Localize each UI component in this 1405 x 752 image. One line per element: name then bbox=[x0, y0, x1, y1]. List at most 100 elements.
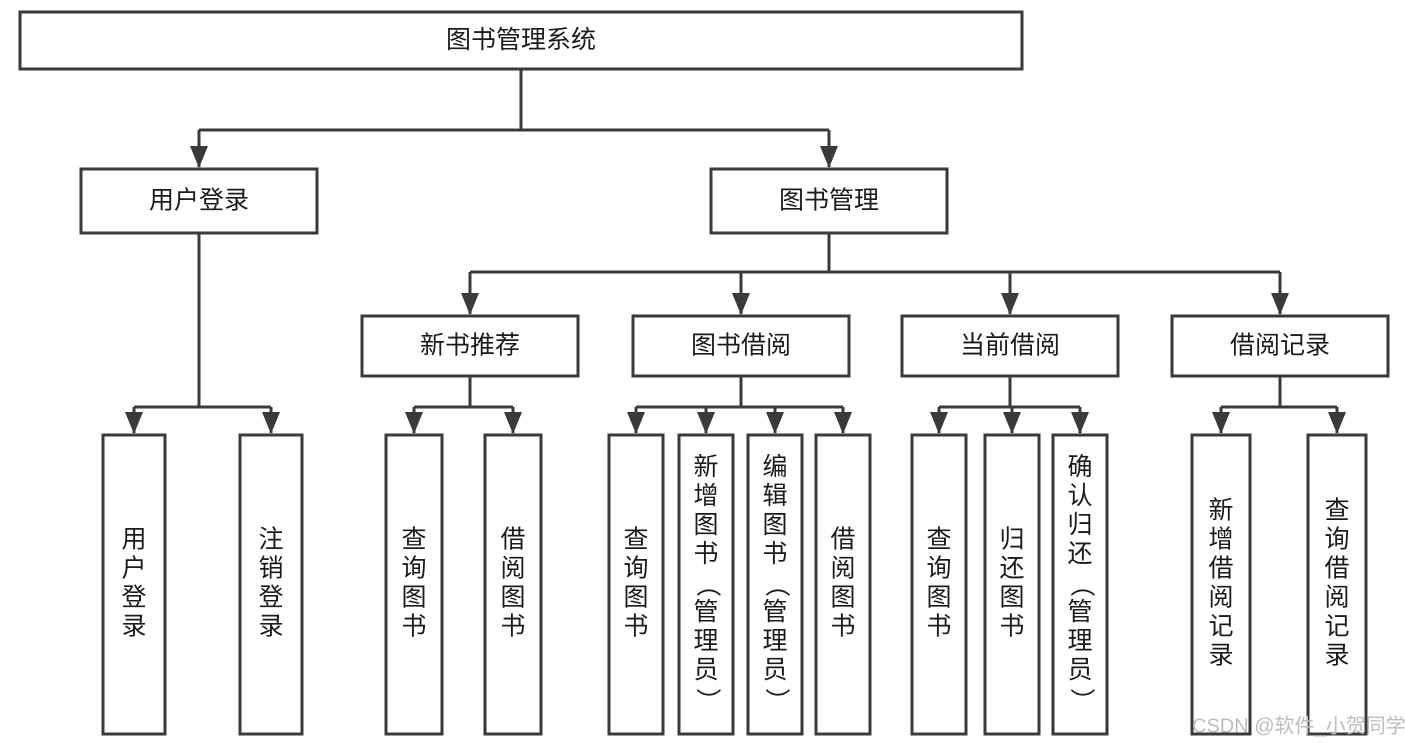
node-borrow-record[interactable]: 借阅记录 bbox=[1170, 314, 1390, 378]
arrow-head-icon bbox=[125, 412, 143, 434]
label-char: 阅 bbox=[1324, 584, 1349, 612]
label-char: 新 bbox=[693, 453, 718, 481]
label-char: 录 bbox=[1208, 642, 1233, 670]
node-book-borrow[interactable]: 图书借阅 bbox=[631, 314, 851, 378]
label-char: 查 bbox=[926, 526, 951, 554]
arrow-head-icon bbox=[461, 293, 479, 315]
arrow-head-icon bbox=[930, 412, 948, 434]
arrow-head-icon bbox=[1071, 412, 1089, 434]
label-char: 登 bbox=[121, 584, 146, 612]
arrow-head-icon bbox=[1271, 293, 1289, 315]
arrow-head-icon bbox=[1003, 412, 1021, 434]
node-user-login[interactable]: 用户登录 bbox=[79, 167, 319, 235]
label-char: 图 bbox=[623, 584, 648, 612]
node-label-root: 图书管理系统 bbox=[446, 26, 596, 54]
node-box-leaf-query-book-3[interactable] bbox=[910, 433, 968, 736]
node-label-book-borrow: 图书借阅 bbox=[691, 332, 791, 360]
arrow-head-icon bbox=[732, 293, 750, 315]
node-box-leaf-query-book-2[interactable] bbox=[607, 433, 665, 736]
label-char: 书 bbox=[500, 613, 525, 641]
node-box-leaf-add-record[interactable] bbox=[1190, 433, 1252, 736]
node-root[interactable]: 图书管理系统 bbox=[18, 10, 1024, 71]
node-current-borrow[interactable]: 当前借阅 bbox=[900, 314, 1120, 378]
node-box-book-manage[interactable] bbox=[709, 167, 949, 235]
arrow-head-icon bbox=[405, 412, 423, 434]
node-leaf-user-login[interactable]: 用户登录 bbox=[101, 433, 167, 736]
node-label-book-manage: 图书管理 bbox=[779, 187, 879, 215]
label-char: 理 bbox=[693, 627, 718, 655]
label-char: 录 bbox=[258, 613, 283, 641]
label-char: 图 bbox=[693, 511, 718, 539]
label-char: 询 bbox=[926, 555, 951, 583]
label-char: 借 bbox=[1324, 555, 1349, 583]
label-char: 辑 bbox=[762, 482, 787, 510]
label-char: 阅 bbox=[500, 555, 525, 583]
label-char: 还 bbox=[999, 555, 1024, 583]
label-char: 管 bbox=[693, 598, 718, 626]
label-char: 阅 bbox=[1208, 584, 1233, 612]
label-char: 员 bbox=[693, 656, 718, 684]
label-char: 图 bbox=[762, 511, 787, 539]
arrow-head-icon bbox=[262, 412, 280, 434]
node-box-new-book-recommend[interactable] bbox=[360, 314, 580, 378]
node-box-leaf-return-book[interactable] bbox=[983, 433, 1041, 736]
node-box-current-borrow[interactable] bbox=[900, 314, 1120, 378]
csdn-watermark: CSDN @软件_小贺同学 bbox=[1192, 714, 1405, 737]
node-box-borrow-record[interactable] bbox=[1170, 314, 1390, 378]
label-char: 查 bbox=[623, 526, 648, 554]
arrow-head-icon bbox=[627, 412, 645, 434]
node-label-leaf-user-login: 用户登录 bbox=[121, 526, 146, 641]
node-label-user-login: 用户登录 bbox=[149, 187, 249, 215]
label-char: 注 bbox=[258, 526, 283, 554]
label-char: 员 bbox=[1067, 656, 1092, 684]
label-char: 确 bbox=[1067, 453, 1092, 481]
label-char: 理 bbox=[1067, 627, 1092, 655]
label-char: 记 bbox=[1324, 613, 1349, 641]
node-new-book-recommend[interactable]: 新书推荐 bbox=[360, 314, 580, 378]
node-box-leaf-query-record[interactable] bbox=[1306, 433, 1368, 736]
arrow-head-icon bbox=[697, 412, 715, 434]
node-box-leaf-borrow-book-1[interactable] bbox=[483, 433, 543, 736]
label-char: 图 bbox=[830, 584, 855, 612]
label-char: ） bbox=[1067, 688, 1095, 713]
label-char: 增 bbox=[1208, 526, 1233, 554]
label-char: 管 bbox=[762, 598, 787, 626]
label-char: 录 bbox=[121, 613, 146, 641]
node-box-leaf-user-login[interactable] bbox=[101, 433, 167, 736]
label-char: 书 bbox=[693, 540, 718, 568]
node-box-user-login[interactable] bbox=[79, 167, 319, 235]
node-box-leaf-logout-login[interactable] bbox=[238, 433, 304, 736]
label-char: 归 bbox=[1067, 511, 1092, 539]
label-char: ） bbox=[762, 688, 790, 713]
label-char: 记 bbox=[1208, 613, 1233, 641]
node-box-leaf-add-book[interactable] bbox=[677, 433, 735, 736]
node-box-book-borrow[interactable] bbox=[631, 314, 851, 378]
node-box-leaf-confirm-return[interactable] bbox=[1051, 433, 1109, 736]
label-char: 借 bbox=[1208, 555, 1233, 583]
node-box-root[interactable] bbox=[18, 10, 1024, 71]
label-char: 书 bbox=[926, 613, 951, 641]
node-box-leaf-borrow-book-2[interactable] bbox=[814, 433, 872, 736]
node-book-manage[interactable]: 图书管理 bbox=[709, 167, 949, 235]
label-char: 归 bbox=[999, 526, 1024, 554]
node-box-leaf-edit-book[interactable] bbox=[746, 433, 804, 736]
node-box-leaf-query-book-1[interactable] bbox=[384, 433, 444, 736]
